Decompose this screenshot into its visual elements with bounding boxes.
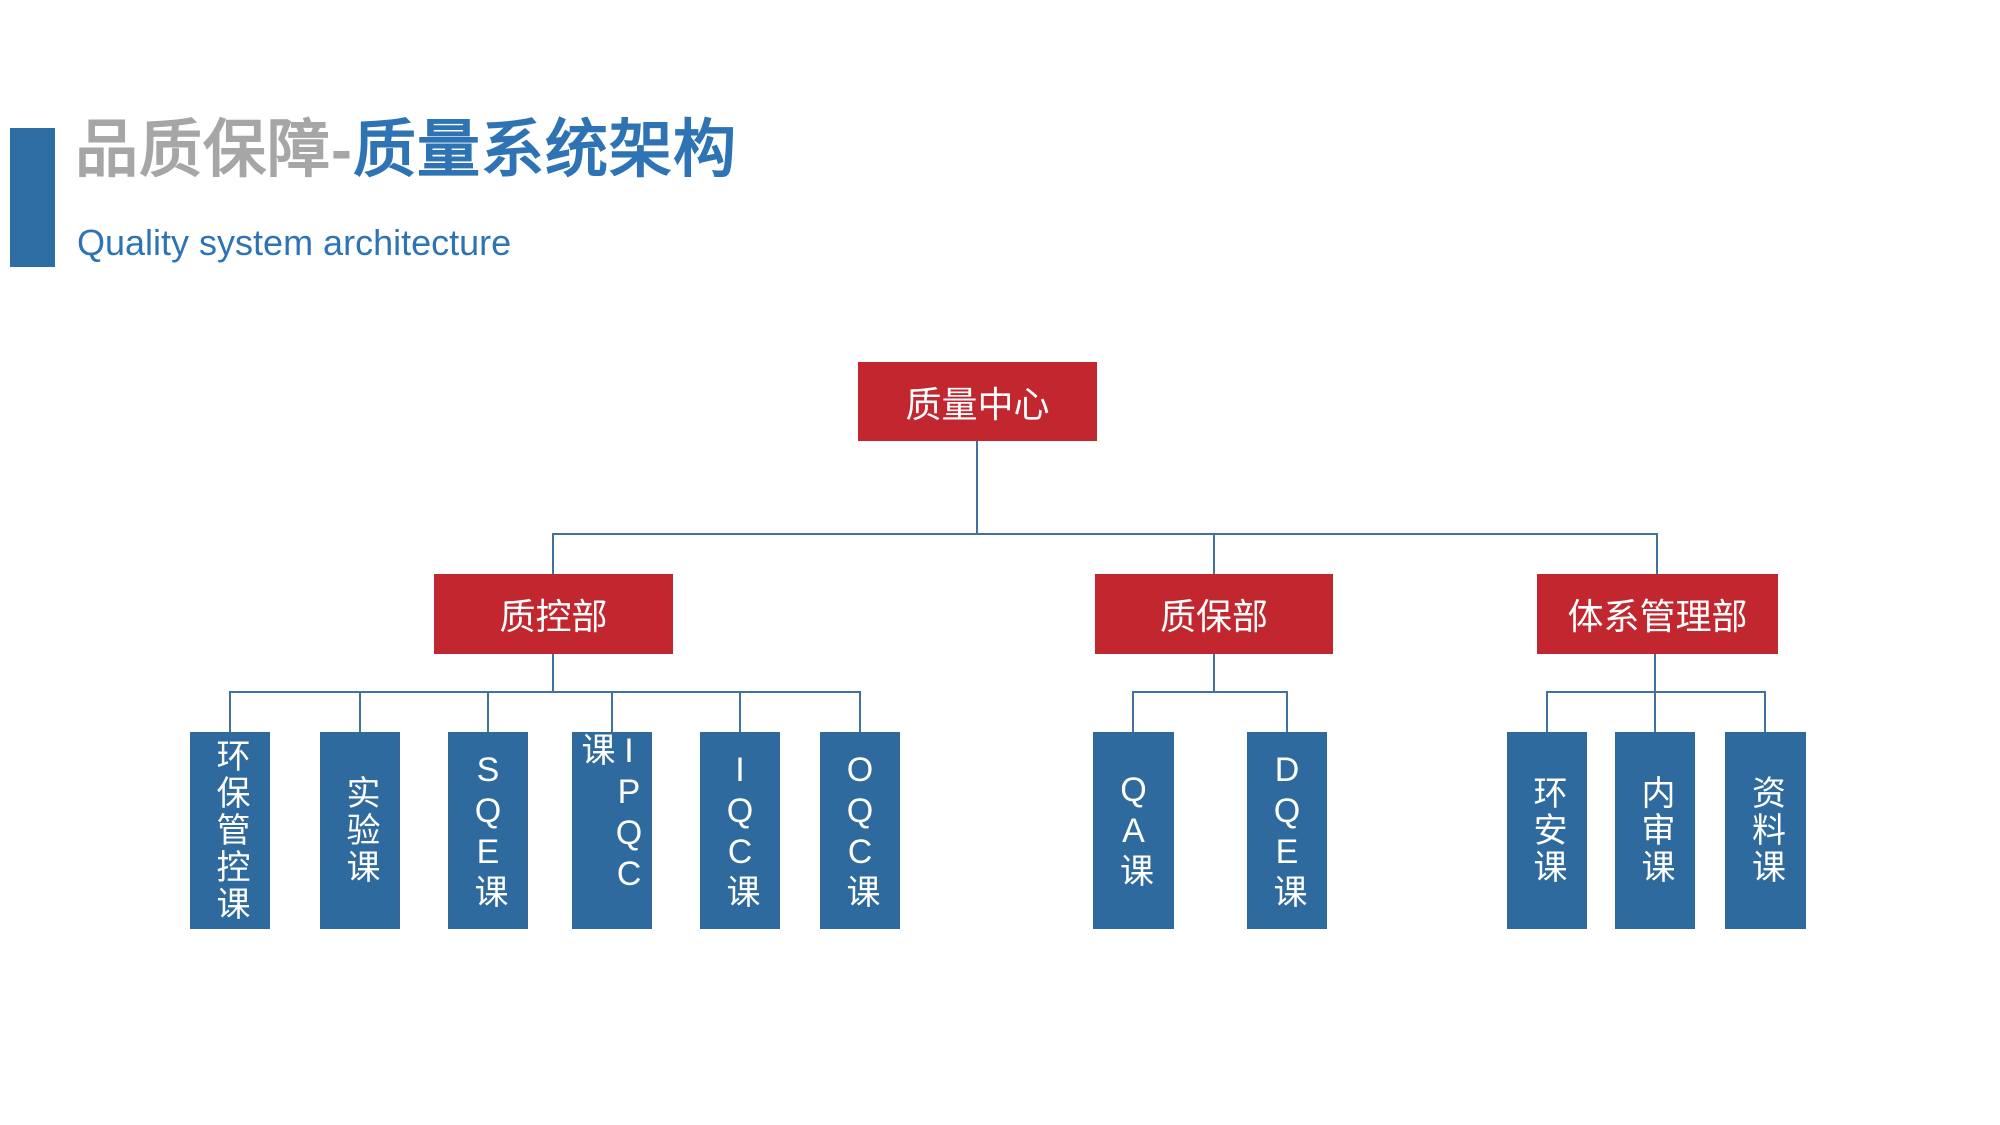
connector-stub-lab bbox=[359, 691, 361, 732]
connector-qa-down bbox=[1213, 654, 1215, 692]
connector-stub-internal-audit bbox=[1654, 691, 1656, 732]
node-label: 实验课 bbox=[341, 775, 379, 886]
node-label: 质量中心 bbox=[905, 383, 1050, 425]
node-team-oqc: OQC课 bbox=[820, 732, 900, 929]
connector-qa-horizontal bbox=[1132, 691, 1288, 693]
connector-qc-horizontal bbox=[229, 691, 861, 693]
connector-stub-dept-qc bbox=[552, 533, 554, 574]
connector-stub-sqe bbox=[487, 691, 489, 732]
node-label: 环保管控课 bbox=[211, 738, 249, 923]
connector-system-horizontal bbox=[1546, 691, 1766, 693]
connector-stub-ipqc bbox=[611, 691, 613, 732]
node-label: 资料课 bbox=[1746, 775, 1785, 886]
node-dept-system-management: 体系管理部 bbox=[1537, 574, 1778, 654]
node-label: QA课 bbox=[1114, 771, 1153, 890]
node-quality-center: 质量中心 bbox=[858, 362, 1097, 441]
connector-stub-iqc bbox=[739, 691, 741, 732]
node-label: SQE课 bbox=[469, 750, 507, 911]
connector-root-vertical bbox=[976, 441, 978, 534]
title-prefix: 品质保障- bbox=[75, 115, 353, 185]
connector-stub-dept-qa bbox=[1213, 533, 1215, 574]
node-label: IPQC课 bbox=[576, 732, 648, 896]
node-label: 内审课 bbox=[1636, 775, 1674, 886]
node-team-iqc: IQC课 bbox=[700, 732, 780, 929]
node-label: 质保部 bbox=[1159, 596, 1268, 637]
node-team-env-mgmt: 环保管控课 bbox=[190, 732, 270, 929]
node-team-ipqc: IPQC课 bbox=[572, 732, 652, 929]
node-team-sqe: SQE课 bbox=[448, 732, 528, 929]
connector-stub-dept-system bbox=[1656, 533, 1658, 574]
connector-top-horizontal bbox=[552, 533, 1658, 535]
node-label: IQC课 bbox=[721, 750, 759, 911]
node-team-qa: QA课 bbox=[1093, 732, 1174, 929]
node-team-env-safety: 环安课 bbox=[1507, 732, 1587, 929]
connector-stub-oqc bbox=[859, 691, 861, 732]
node-dept-quality-control: 质控部 bbox=[434, 574, 673, 654]
connector-stub-env-safety bbox=[1546, 691, 1548, 732]
connector-stub-documentation bbox=[1764, 691, 1766, 732]
node-team-dqe: DQE课 bbox=[1247, 732, 1327, 929]
node-dept-quality-assurance: 质保部 bbox=[1095, 574, 1333, 654]
connector-qc-down bbox=[552, 654, 554, 692]
node-team-internal-audit: 内审课 bbox=[1615, 732, 1695, 929]
connector-stub-qa-team bbox=[1132, 691, 1134, 732]
node-label: OQC课 bbox=[841, 750, 879, 911]
node-label: DQE课 bbox=[1268, 750, 1306, 911]
accent-bar bbox=[10, 128, 55, 267]
connector-stub-dqe bbox=[1286, 691, 1288, 732]
connector-system-down bbox=[1654, 654, 1656, 692]
node-team-lab: 实验课 bbox=[320, 732, 400, 929]
node-label: 质控部 bbox=[499, 596, 608, 637]
slide-title: 品质保障-质量系统架构 bbox=[75, 115, 737, 185]
node-label: 体系管理部 bbox=[1567, 596, 1748, 637]
slide-subtitle: Quality system architecture bbox=[77, 222, 512, 263]
connector-stub-env-mgmt bbox=[229, 691, 231, 732]
node-label: 环安课 bbox=[1528, 775, 1566, 886]
title-main: 质量系统架构 bbox=[352, 115, 737, 185]
node-team-documentation: 资料课 bbox=[1725, 732, 1806, 929]
